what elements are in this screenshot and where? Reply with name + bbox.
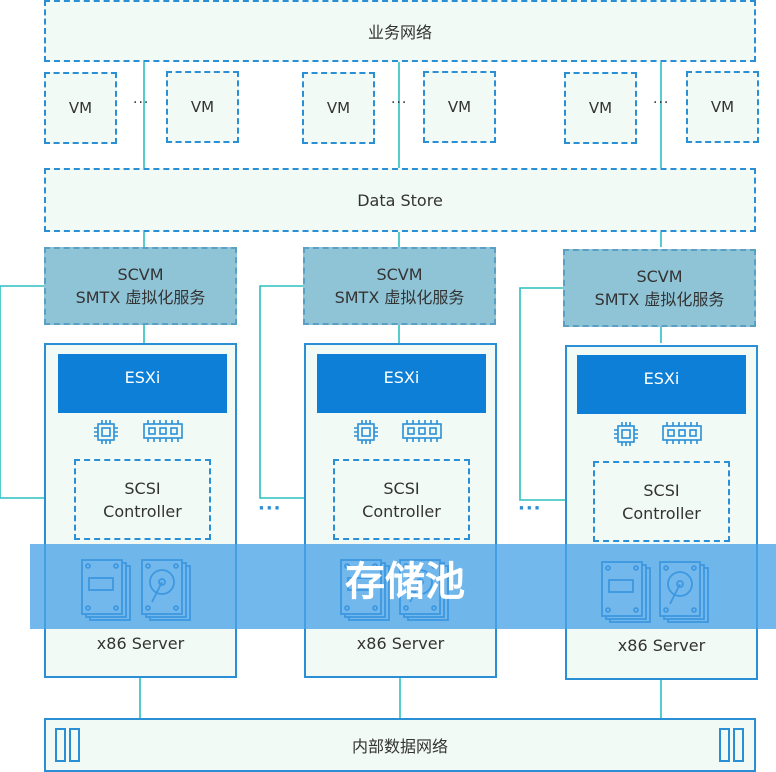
data-store-label: Data Store xyxy=(357,190,443,210)
scvm-box: SCVM SMTX 虚拟化服务 xyxy=(303,247,496,325)
node-ellipsis: ··· xyxy=(258,498,282,519)
esxi-label: ESXi xyxy=(383,368,420,387)
vm-label: VM xyxy=(447,98,472,116)
scvm-service: SMTX 虚拟化服务 xyxy=(334,288,465,307)
cpu-chip-icon xyxy=(94,420,118,444)
esxi-label: ESXi xyxy=(124,368,161,387)
rack-port-icon xyxy=(55,728,80,762)
internal-data-network: 内部数据网络 xyxy=(44,718,756,772)
scvm-title: SCVM xyxy=(636,267,683,286)
internal-network-label: 内部数据网络 xyxy=(351,737,448,756)
scsi-line1: SCSI xyxy=(383,478,420,498)
scsi-line2: Controller xyxy=(362,501,441,521)
cpu-chip-icon xyxy=(354,420,378,444)
data-store: Data Store xyxy=(44,168,756,232)
esxi-bar: ESXi xyxy=(58,354,227,413)
storage-pool-label: 存储池 xyxy=(345,559,465,605)
scvm-title: SCVM xyxy=(117,265,164,284)
rack-port-icon xyxy=(719,728,744,762)
cpu-chip-icon xyxy=(614,422,638,446)
memory-module-icon xyxy=(402,420,442,442)
vm-box: VM xyxy=(44,72,117,144)
business-network-label: 业务网络 xyxy=(367,23,432,42)
scsi-line1: SCSI xyxy=(643,480,680,500)
vm-ellipsis: ··· xyxy=(653,95,670,111)
vm-box: VM xyxy=(302,72,375,144)
scsi-line2: Controller xyxy=(622,503,701,523)
server-label: x86 Server xyxy=(356,634,445,653)
scsi-line2: Controller xyxy=(103,501,182,521)
esxi-bar: ESXi xyxy=(317,354,486,413)
memory-module-icon xyxy=(143,420,183,442)
vm-label: VM xyxy=(68,99,93,117)
storage-pool-band xyxy=(30,544,776,629)
node-ellipsis: ··· xyxy=(518,498,542,519)
vm-label: VM xyxy=(588,99,613,117)
server-label: x86 Server xyxy=(96,634,185,653)
scsi-line1: SCSI xyxy=(124,478,161,498)
scvm-box: SCVM SMTX 虚拟化服务 xyxy=(44,247,237,325)
scvm-service: SMTX 虚拟化服务 xyxy=(75,288,206,307)
vm-ellipsis: ··· xyxy=(391,95,408,111)
vm-box: VM xyxy=(564,72,637,144)
scvm-service: SMTX 虚拟化服务 xyxy=(594,290,725,309)
vm-ellipsis: ··· xyxy=(133,95,150,111)
vm-label: VM xyxy=(326,99,351,117)
scsi-controller: SCSI Controller xyxy=(593,461,730,542)
scsi-controller: SCSI Controller xyxy=(74,459,211,540)
scsi-controller: SCSI Controller xyxy=(333,459,470,540)
vm-box: VM xyxy=(423,71,496,143)
vm-box: VM xyxy=(166,71,239,143)
scvm-title: SCVM xyxy=(376,265,423,284)
esxi-label: ESXi xyxy=(643,369,680,388)
scvm-box: SCVM SMTX 虚拟化服务 xyxy=(563,249,756,327)
vm-box: VM xyxy=(686,71,759,143)
esxi-bar: ESXi xyxy=(577,355,746,414)
business-network: 业务网络 xyxy=(44,0,756,62)
memory-module-icon xyxy=(662,422,702,444)
vm-label: VM xyxy=(190,98,215,116)
server-label: x86 Server xyxy=(617,636,706,655)
vm-label: VM xyxy=(710,98,735,116)
